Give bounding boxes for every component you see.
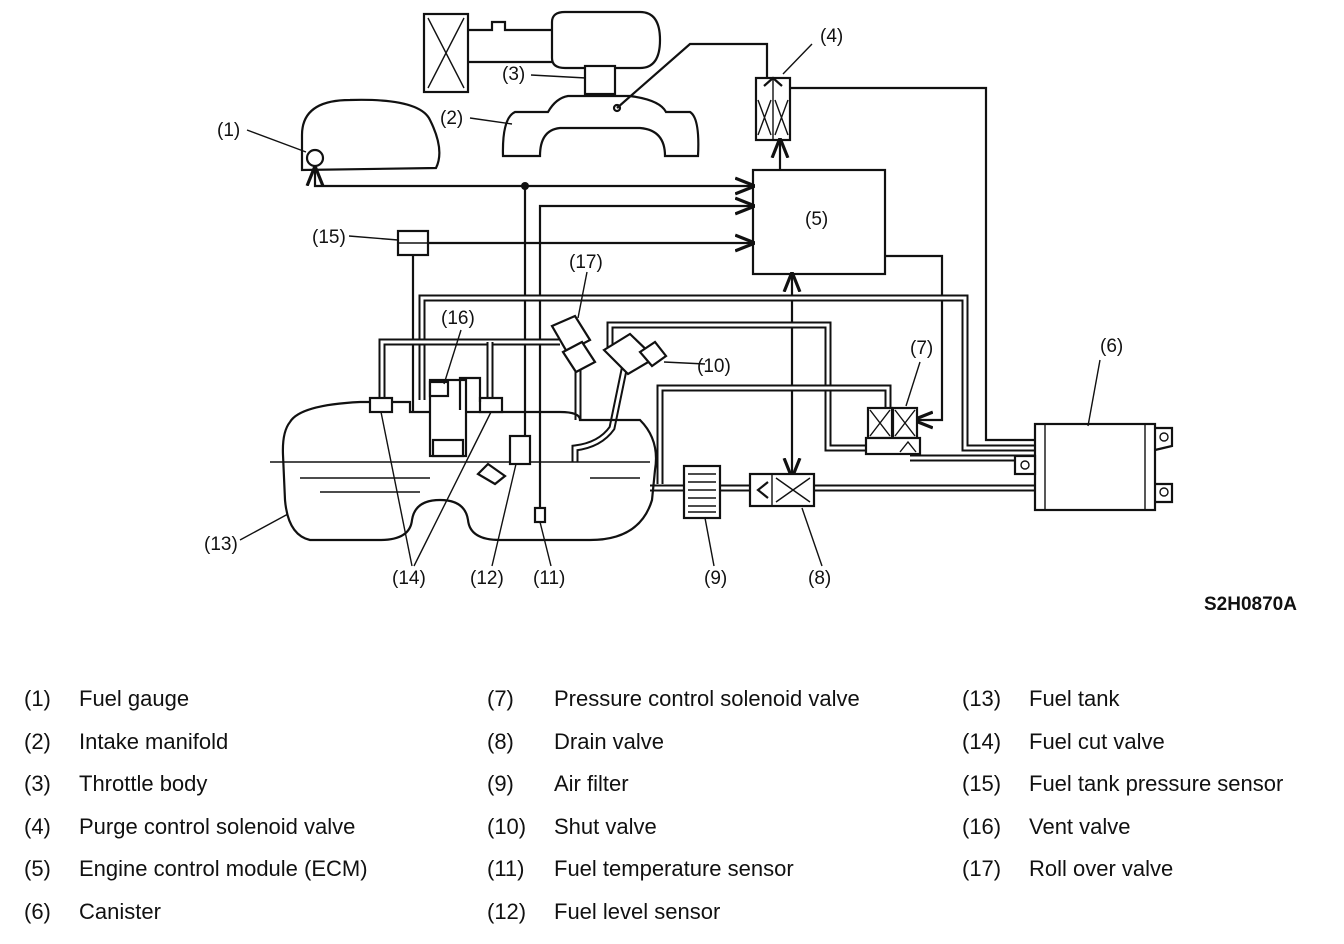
intake-manifold [501,94,700,158]
legend-number: (12) [487,898,527,924]
callout-10: (10) [697,356,731,377]
legend-label: Fuel temperature sensor [554,856,794,881]
air-cleaner [422,10,662,94]
callout-7: (7) [910,338,933,359]
legend-label: Vent valve [1029,813,1131,839]
pressure-control-solenoid-valve [864,406,922,456]
legend-number: (9) [487,771,514,796]
legend-number: (11) [487,856,525,881]
canister [1013,422,1174,512]
callout-8: (8) [808,568,831,589]
legend-label: Intake manifold [79,728,229,754]
figure-code: S2H0870A [1204,594,1297,615]
legend-number: (3) [24,771,51,796]
signal-lines [315,42,1035,510]
legend-label: Fuel gauge [79,686,190,711]
evap-system-diagram: (1) (2) (3) (4) (5) (6) (7) (8) (9) (10)… [204,10,1174,589]
ecm [751,168,887,276]
legend-label: Canister [79,898,161,924]
callout-12: (12) [470,568,504,589]
fuel-gauge [300,98,441,172]
callout-1: (1) [217,120,240,141]
callout-5: (5) [805,209,828,230]
drain-valve [748,472,816,508]
legend-label: Pressure control solenoid valve [554,686,860,711]
legend-number: (2) [24,728,51,754]
callout-6: (6) [1100,336,1123,357]
callout-labels: (1) (2) (3) (4) (5) (6) (7) (8) (9) (10)… [204,26,1123,589]
legend-number: (13) [962,686,1002,711]
legend-number: (6) [24,898,51,924]
callout-17: (17) [569,252,603,273]
callout-15: (15) [312,227,346,248]
air-filter [682,464,722,520]
purge-control-solenoid-valve [754,76,792,142]
vapor-pipes [378,294,1035,492]
legend-number: (1) [24,686,51,711]
legend-number: (8) [487,728,514,754]
legend-number: (4) [24,813,51,839]
legend-number: (7) [487,686,514,711]
callout-16: (16) [441,308,475,329]
callout-11: (11) [533,568,565,589]
legend-label: Roll over valve [1029,856,1174,881]
legend-label: Shut valve [554,813,657,839]
legend-label: Throttle body [79,771,208,796]
legend-label: Fuel level sensor [554,898,721,924]
legend-number: (10) [487,813,527,839]
fuel-tank-pressure-sensor [396,229,430,257]
throttle-body [583,64,617,96]
callout-13: (13) [204,534,238,555]
legend-label: Air filter [554,771,629,796]
legend-label: Fuel cut valve [1029,728,1165,754]
legend-number: (16) [962,813,1002,839]
vent-valve [428,376,482,410]
legend-label: Drain valve [554,728,665,754]
leader-lines [239,43,1101,567]
legend-label: Fuel tank [1029,686,1120,711]
fuel-tank [270,378,658,542]
legend-number: (17) [962,856,1002,881]
legend-label: Fuel tank pressure sensor [1029,771,1284,796]
roll-over-valve [550,314,597,374]
callout-2: (2) [440,108,463,129]
legend-label: Engine control module (ECM) [79,856,368,881]
callout-9: (9) [704,568,727,589]
legend-label: Purge control solenoid valve [79,813,356,839]
legend-number: (15) [962,771,1002,796]
legend-number: (5) [24,856,51,881]
callout-14: (14) [392,568,426,589]
callout-3: (3) [502,64,525,85]
shut-valve [602,332,668,376]
legend-number: (14) [962,728,1002,754]
callout-4: (4) [820,26,843,47]
